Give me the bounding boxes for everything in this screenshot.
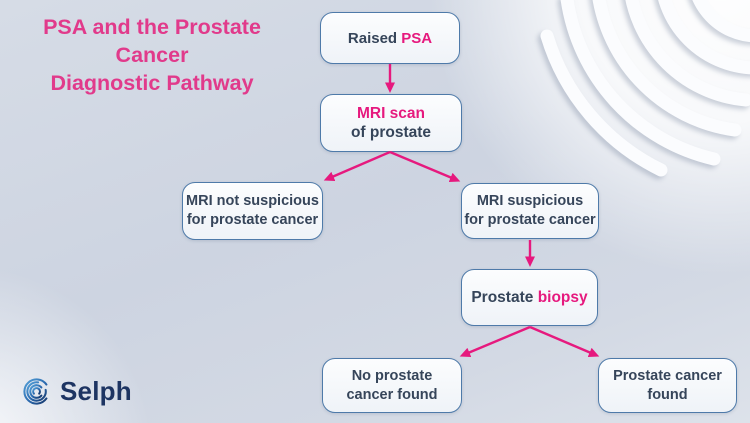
node-text-accent: MRI scan	[356, 105, 426, 122]
node-label: Prostate biopsy	[471, 288, 587, 307]
brand-wordmark: Selph	[60, 376, 132, 406]
node-prostate-biopsy: Prostate biopsy	[461, 269, 598, 326]
node-mri-scan: MRI scan of prostate	[320, 94, 462, 152]
node-label: Prostate cancer found	[613, 367, 722, 405]
node-text-plain: of prostate	[350, 124, 432, 141]
node-text-accent: PSA	[401, 29, 433, 47]
page-title-line1: PSA and the Prostate Cancer	[43, 15, 261, 67]
fingerprint-swirl-icon	[23, 378, 48, 405]
node-text-line2: for prostate cancer	[186, 212, 319, 228]
arrow-mriscan-to-suspicious	[389, 150, 461, 183]
node-no-prostate-cancer-found: No prostate cancer found	[322, 358, 462, 413]
arrow-mriscan-to-notsuspicious	[323, 150, 391, 181]
node-label: MRI scan of prostate	[351, 104, 431, 142]
page-title-line2: Diagnostic Pathway	[50, 71, 254, 95]
node-mri-suspicious: MRI suspicious for prostate cancer	[461, 183, 599, 239]
node-text-line1: MRI suspicious	[476, 193, 584, 209]
node-label: Raised PSA	[348, 29, 432, 48]
node-text-accent: biopsy	[537, 289, 588, 306]
page-title: PSA and the Prostate Cancer Diagnostic P…	[6, 13, 298, 97]
node-label: MRI not suspicious for prostate cancer	[186, 192, 319, 230]
node-text-line2: for prostate cancer	[464, 212, 596, 228]
node-text-line1: MRI not suspicious	[186, 193, 319, 209]
node-label: MRI suspicious for prostate cancer	[464, 192, 595, 230]
node-mri-not-suspicious: MRI not suspicious for prostate cancer	[182, 182, 323, 240]
node-text-plain: Raised	[347, 29, 402, 47]
node-prostate-cancer-found: Prostate cancer found	[598, 358, 737, 413]
arrow-biopsy-to-nocancer	[459, 325, 531, 358]
node-label: No prostate cancer found	[346, 367, 437, 405]
node-text-line2: cancer found	[346, 386, 438, 403]
node-text-line1: Prostate cancer	[613, 367, 722, 384]
node-text-line2: found	[647, 386, 688, 403]
node-text-line1: No prostate	[351, 367, 433, 384]
arrow-biopsy-to-cancerfound	[529, 325, 600, 358]
node-text-plain: Prostate	[471, 289, 538, 306]
selph-logo: Selph	[22, 376, 132, 407]
node-raised-psa: Raised PSA	[320, 12, 460, 64]
